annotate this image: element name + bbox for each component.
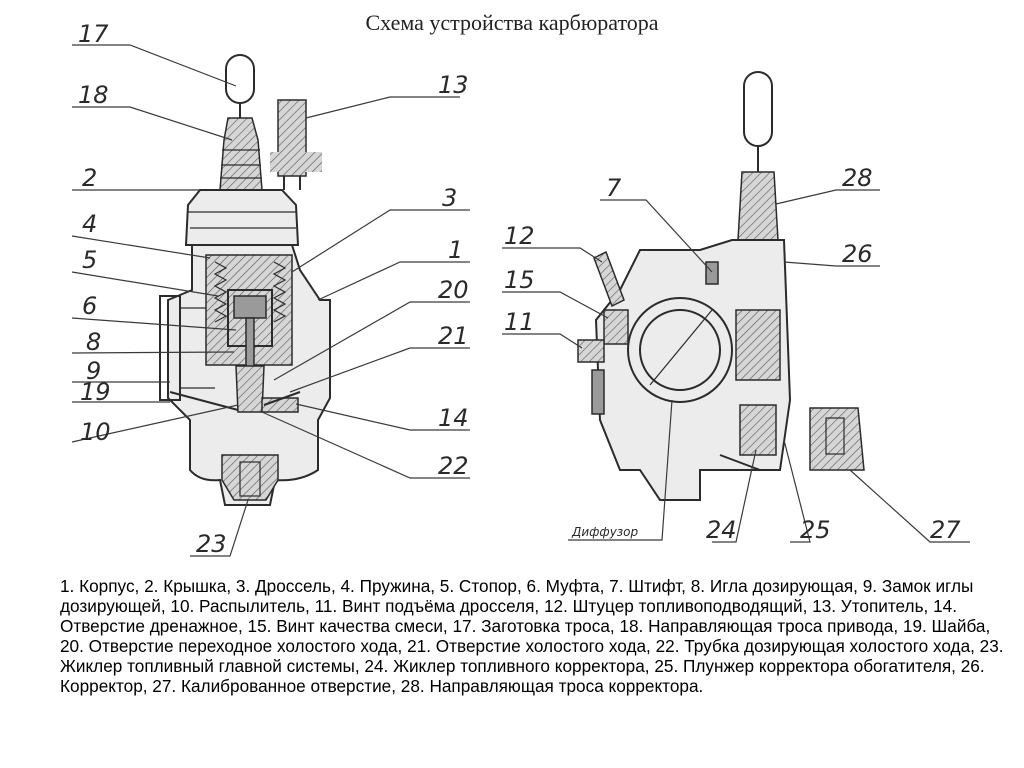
pin-shape <box>705 261 719 285</box>
callout-10: 10 <box>80 418 111 446</box>
callout-25: 25 <box>800 516 831 544</box>
callout-2: 2 <box>82 164 97 192</box>
right-callouts: 7 12 15 11 28 26 24 25 27 Диффузор <box>504 164 961 544</box>
corrector-guide-shape <box>737 171 779 241</box>
callout-3: 3 <box>442 184 457 212</box>
throttle-screw-shape <box>577 339 605 363</box>
fuel-fitting-shape <box>593 250 625 308</box>
page-title: Схема устройства карбюратора <box>365 10 659 35</box>
callout-27: 27 <box>930 516 961 544</box>
diffuser-label: Диффузор <box>571 525 639 539</box>
left-callouts: 17 18 2 4 5 6 8 9 19 10 13 3 1 20 21 14 … <box>78 20 469 558</box>
callout-1: 1 <box>448 236 463 264</box>
callout-12: 12 <box>504 222 535 250</box>
callout-24: 24 <box>706 516 737 544</box>
callout-19: 19 <box>80 378 111 406</box>
atomizer-shape <box>235 365 265 413</box>
callout-17: 17 <box>78 20 109 48</box>
calibrated-orifice-shape <box>809 407 865 471</box>
callout-9: 9 <box>86 357 101 385</box>
cap-shape <box>184 189 300 246</box>
right-side-view <box>577 71 865 501</box>
callout-14: 14 <box>438 404 469 432</box>
callout-6: 6 <box>82 292 97 320</box>
callout-5: 5 <box>82 246 97 274</box>
parts-legend: 1. Корпус, 2. Крышка, 3. Дроссель, 4. Пр… <box>60 576 1004 696</box>
main-jet-shape <box>221 454 279 501</box>
callout-13: 13 <box>438 71 469 99</box>
callout-7: 7 <box>606 174 622 202</box>
corrector-jet-shape <box>739 404 777 456</box>
cable-guide-shape <box>219 117 263 191</box>
callout-28: 28 <box>842 164 873 192</box>
callout-26: 26 <box>842 240 873 268</box>
callout-23: 23 <box>196 530 227 558</box>
cable-blank-shape <box>225 54 255 104</box>
diffuser-ring <box>627 297 733 403</box>
callout-11: 11 <box>504 308 535 336</box>
left-leader-lines <box>71 44 470 557</box>
callout-8: 8 <box>86 328 101 356</box>
left-sectional-view <box>159 54 331 506</box>
callout-20: 20 <box>438 276 469 304</box>
callout-4: 4 <box>82 210 97 238</box>
right-leader-lines <box>502 189 970 543</box>
carburetor-diagram: 17 18 2 4 5 6 8 9 19 10 13 3 1 20 21 14 … <box>71 20 970 558</box>
callout-15: 15 <box>504 266 535 294</box>
spring-shape <box>213 261 228 323</box>
callout-21: 21 <box>438 322 469 350</box>
callout-18: 18 <box>78 81 109 109</box>
callout-22: 22 <box>438 452 469 480</box>
mixture-screw-shape <box>603 309 629 345</box>
